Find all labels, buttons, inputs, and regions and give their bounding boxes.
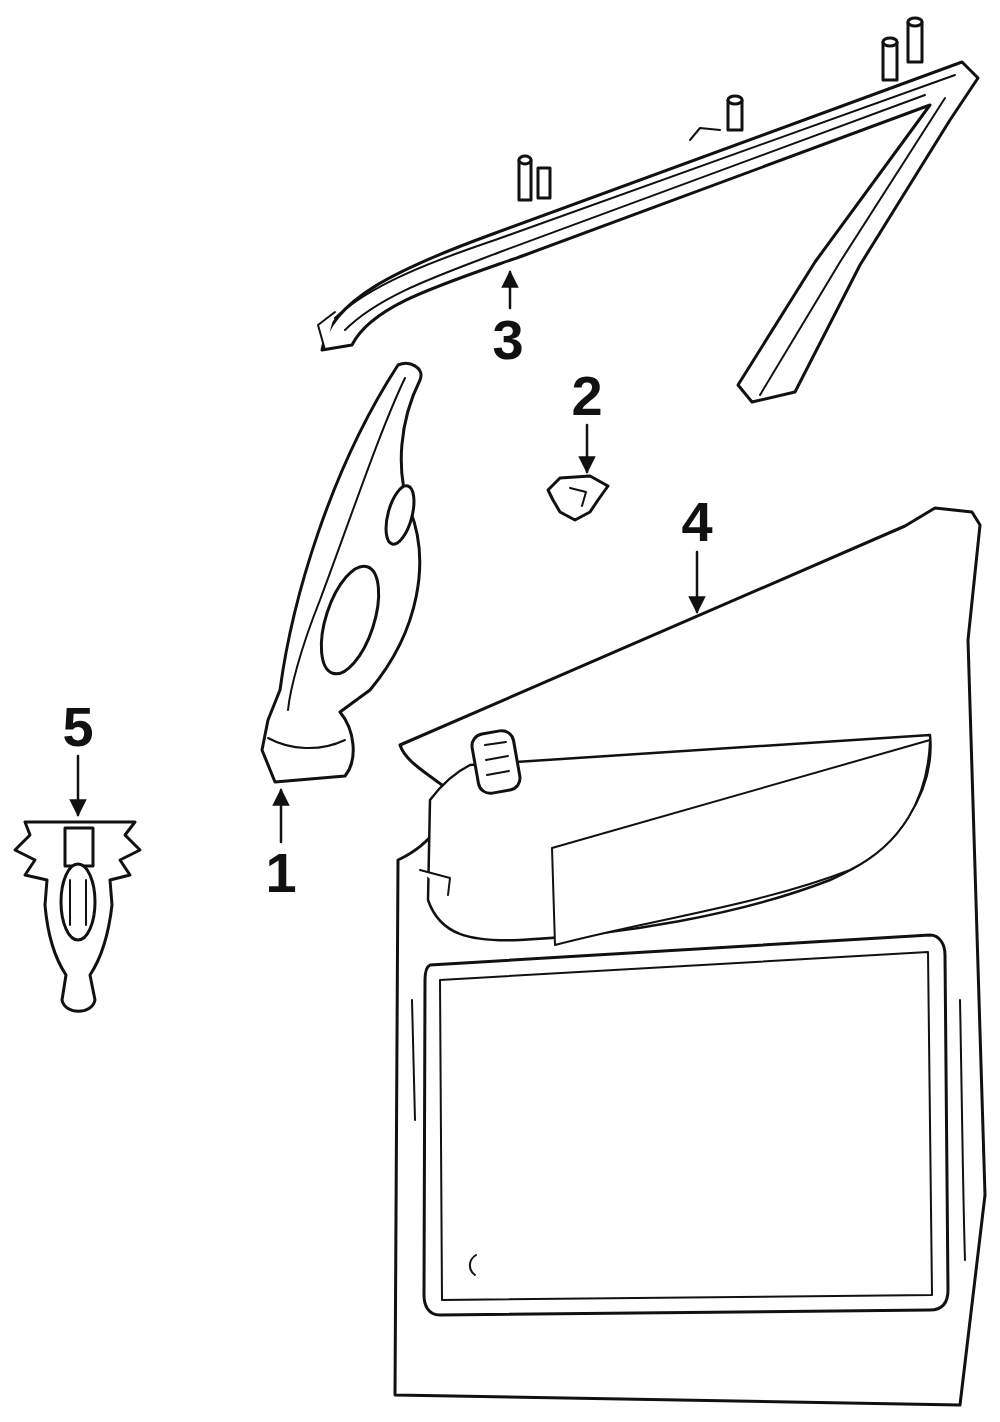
door-trim-panel: [395, 508, 985, 1405]
push-pin-fastener: [15, 822, 140, 1011]
callout-number: 3: [492, 312, 523, 368]
callout-number: 4: [681, 494, 712, 550]
leader-lines: [78, 272, 697, 842]
pillar-trim: [262, 363, 421, 782]
upper-garnish: [318, 18, 978, 402]
callout-number: 5: [62, 699, 93, 755]
callout-number: 2: [571, 368, 602, 424]
callout-number: 1: [265, 845, 296, 901]
retainer-clip: [548, 476, 608, 520]
